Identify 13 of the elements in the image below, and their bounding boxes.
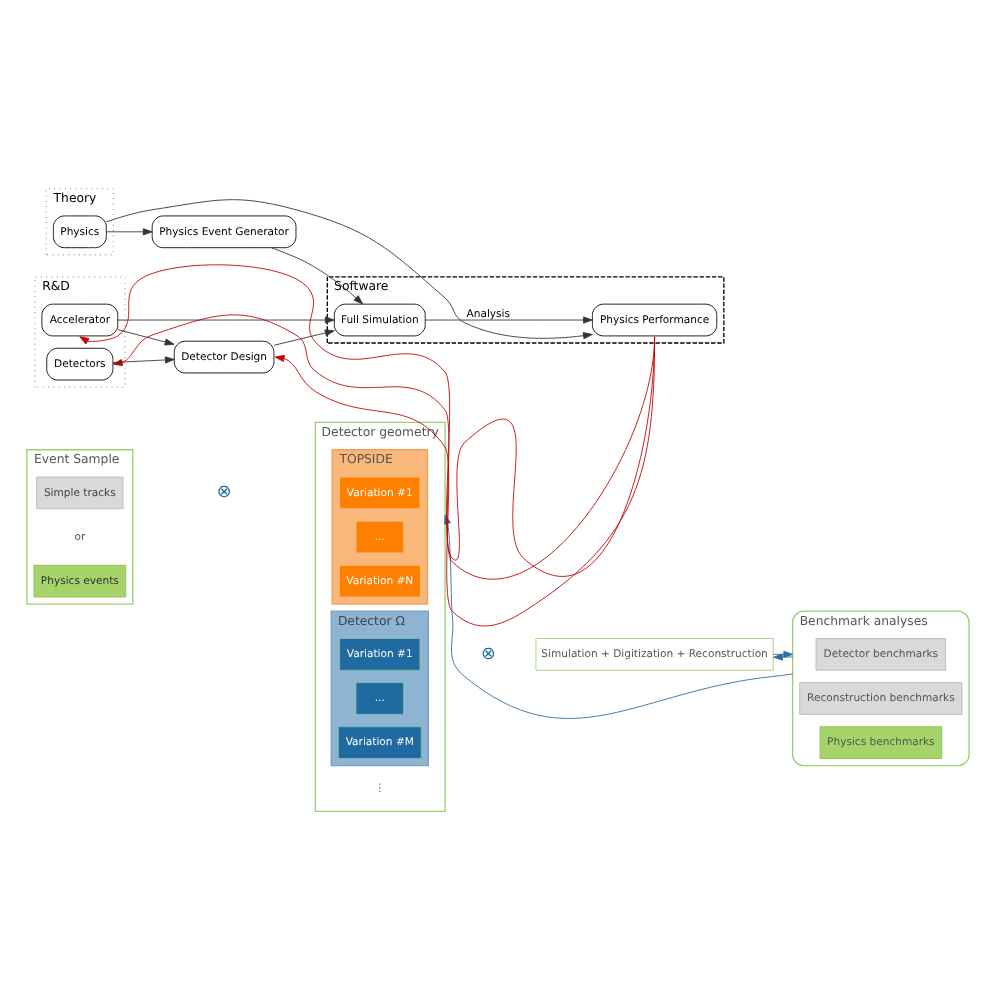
arrow bbox=[117, 329, 175, 346]
arrow bbox=[112, 356, 175, 364]
arrow bbox=[271, 247, 364, 305]
arrow bbox=[274, 336, 656, 627]
arrow bbox=[425, 316, 593, 324]
label: ⊗ bbox=[216, 483, 232, 504]
arrow bbox=[79, 264, 656, 577]
arrow bbox=[106, 199, 593, 340]
arrow bbox=[273, 329, 335, 346]
arrow bbox=[117, 316, 335, 324]
label: ⊗ bbox=[480, 644, 496, 665]
arrow bbox=[112, 314, 656, 580]
arrow bbox=[106, 228, 153, 236]
